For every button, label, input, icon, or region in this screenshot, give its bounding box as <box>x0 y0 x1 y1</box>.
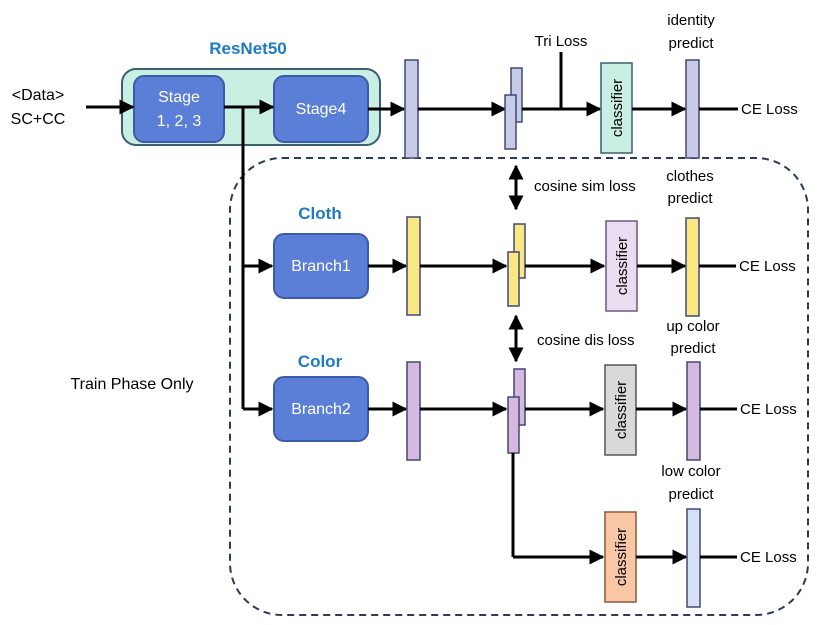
cosine-sim-loss-label: cosine sim loss <box>534 178 636 195</box>
train-phase-label: Train Phase Only <box>70 376 193 393</box>
low-color-ce-loss-label: CE Loss <box>740 549 797 566</box>
clothes-predict-line2: predict <box>667 190 713 207</box>
low-color-predict-line1: low color <box>661 463 720 480</box>
color-pooled-front <box>507 396 520 454</box>
clothes-classifier-label: classifier <box>614 237 631 295</box>
clothes-classifier <box>605 220 638 312</box>
color-feature-bar <box>406 361 421 461</box>
backbone-pooled-front <box>504 94 517 150</box>
clothes-predict-line1: clothes <box>666 168 714 185</box>
branch1-label: Branch1 <box>291 258 351 275</box>
identity-predict-line1: identity <box>667 12 715 29</box>
stage123-label-line2: 1, 2, 3 <box>157 113 202 130</box>
up-color-classifier-label: classifier <box>613 381 630 439</box>
stage123-label-line1: Stage <box>158 89 200 106</box>
train-phase-region <box>229 157 809 616</box>
up-color-classifier <box>604 364 637 456</box>
identity-classifier-label: classifier <box>609 79 626 137</box>
up-color-ce-loss-label: CE Loss <box>740 401 797 418</box>
tri-loss-label: Tri Loss <box>535 33 588 50</box>
up-color-predict-line1: up color <box>666 318 719 335</box>
stage4-label: Stage4 <box>296 101 347 118</box>
cosine-dis-loss-label: cosine dis loss <box>537 332 635 349</box>
low-color-classifier <box>604 511 637 603</box>
up-color-predict-line2: predict <box>670 340 716 357</box>
low-color-classifier-label: classifier <box>613 528 630 586</box>
low-color-predict-line2: predict <box>668 486 714 503</box>
low-color-predict-bar <box>686 508 701 608</box>
clothes-predict-bar <box>685 217 700 317</box>
backbone-title: ResNet50 <box>209 39 287 58</box>
backbone-feature-bar <box>404 59 419 159</box>
clothes-ce-loss-label: CE Loss <box>739 258 796 275</box>
branch2-label: Branch2 <box>291 401 351 418</box>
up-color-predict-bar <box>686 361 701 461</box>
cloth-feature-bar <box>406 216 421 316</box>
stage123-block <box>133 75 225 143</box>
cloth-title: Cloth <box>298 204 341 223</box>
color-title: Color <box>298 352 343 371</box>
cloth-pooled-front <box>507 251 520 307</box>
input-label-line1: <Data> <box>12 87 64 104</box>
input-label-line2: SC+CC <box>11 111 66 128</box>
identity-predict-line2: predict <box>668 35 714 52</box>
identity-predict-bar <box>685 59 700 159</box>
identity-ce-loss-label: CE Loss <box>741 101 798 118</box>
